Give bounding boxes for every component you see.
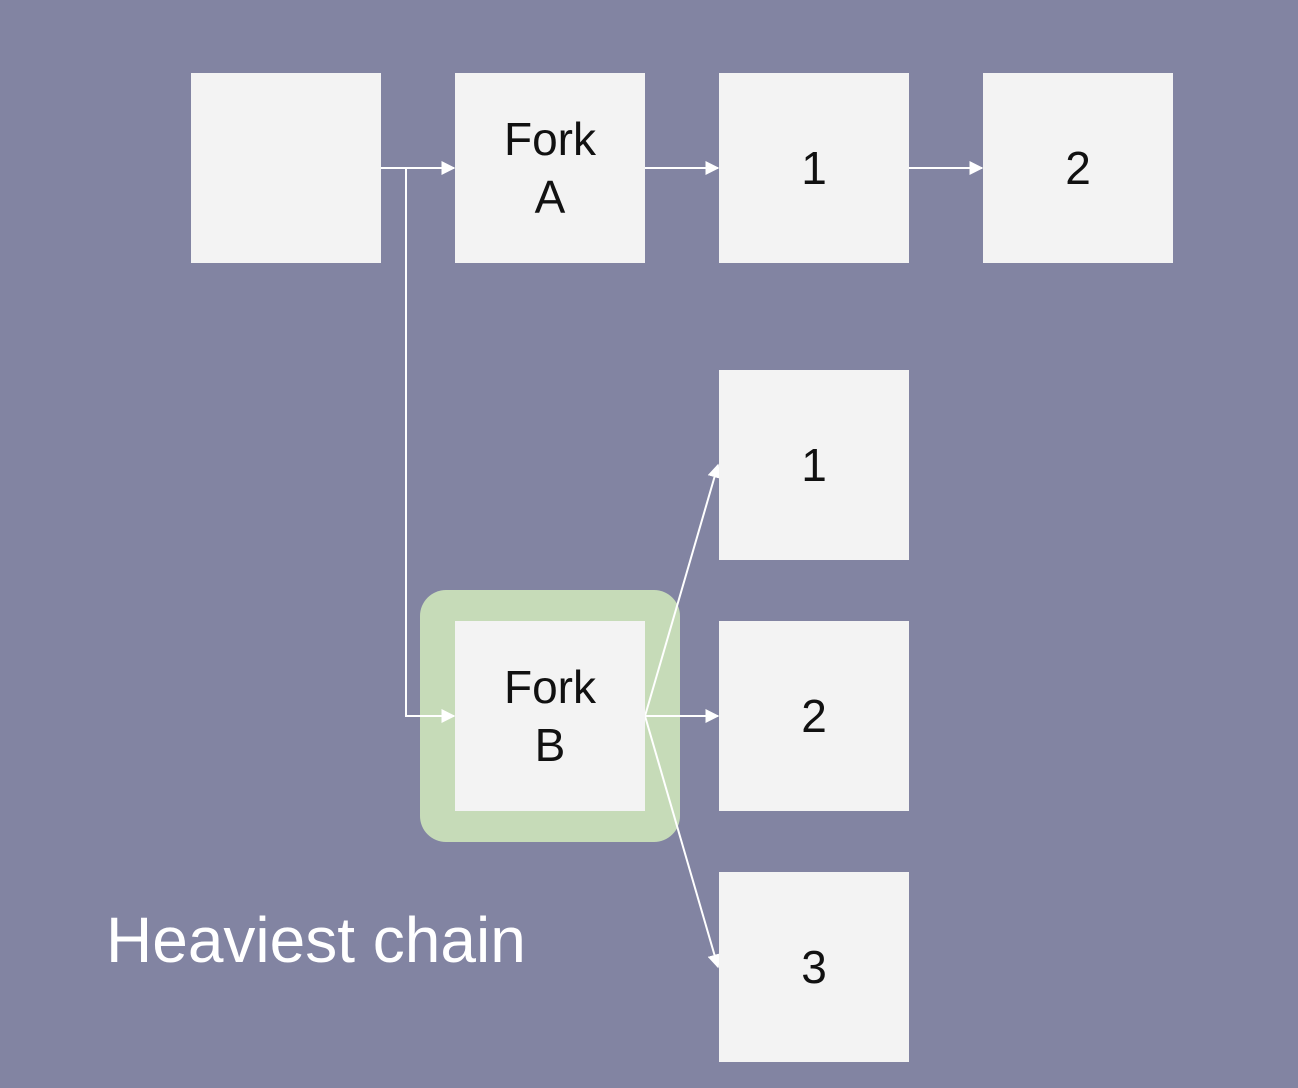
fork-b-child-1-label: 1 <box>801 439 827 491</box>
fork-a-label-line2: A <box>534 171 566 223</box>
heaviest-chain-caption: Heaviest chain <box>106 904 526 976</box>
fork-a-label-line1: Fork <box>504 113 596 165</box>
fork-b-block: Fork B <box>455 621 645 811</box>
fork-a-child-1-label: 1 <box>801 142 827 194</box>
fork-a-block: Fork A <box>455 73 645 263</box>
fork-a-child-2-label: 2 <box>1065 142 1091 194</box>
fork-b-label-line1: Fork <box>504 661 596 713</box>
fork-b-child-3-label: 3 <box>801 941 827 993</box>
fork-b-child-block-1: 1 <box>719 370 909 560</box>
genesis-block <box>191 73 381 263</box>
fork-a-child-block-2: 2 <box>983 73 1173 263</box>
fork-b-child-block-3: 3 <box>719 872 909 1062</box>
arrow-genesis-to-fork-b <box>405 168 456 723</box>
fork-b-child-2-label: 2 <box>801 690 827 742</box>
arrow-fork-b-to-block-3 <box>644 715 722 969</box>
arrow-fork-b-to-block-1 <box>644 463 722 717</box>
fork-b-label-line2: B <box>534 719 566 771</box>
fork-a-child-block-1: 1 <box>719 73 909 263</box>
fork-b-child-block-2: 2 <box>719 621 909 811</box>
